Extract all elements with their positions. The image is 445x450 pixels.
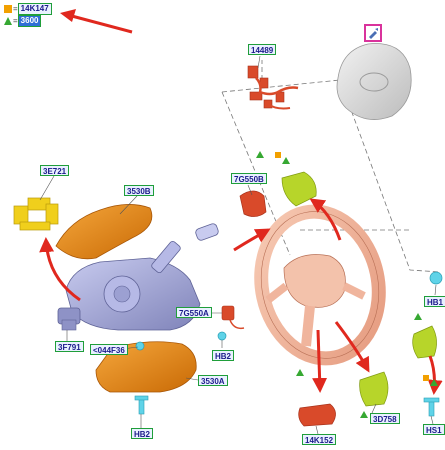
pencil-icon [369, 28, 378, 39]
part-label-14k152[interactable]: 14K152 [302, 434, 337, 445]
part-label-3e721[interactable]: 3E721 [40, 165, 70, 176]
part-label-14489[interactable]: 14489 [248, 44, 277, 55]
connector-3f791[interactable] [61, 319, 77, 331]
square-icon [4, 5, 12, 13]
part-label-hs1[interactable]: HS1 [423, 424, 445, 435]
marker-symbols [256, 151, 438, 418]
wiring-harness[interactable] [247, 65, 299, 110]
part-label-3530b[interactable]: 3530B [124, 185, 154, 196]
fastener-044f36[interactable] [135, 341, 145, 351]
fastener-hb1[interactable] [429, 271, 443, 285]
legend-row-2: =3600 [4, 15, 42, 27]
fastener-hb2-lower[interactable] [134, 395, 149, 415]
switch-7g550a[interactable] [221, 305, 245, 330]
legend-code-2[interactable]: 3600 [17, 15, 42, 27]
preview-icon[interactable] [364, 24, 382, 42]
harness-14k152[interactable] [298, 403, 336, 427]
assembly-arrows [39, 198, 443, 395]
fastener-hs1[interactable] [423, 397, 440, 417]
part-label-3530a[interactable]: 3530A [198, 375, 228, 386]
lime-switch-upper[interactable] [281, 171, 317, 207]
red-arrow-icon [60, 9, 133, 34]
steering-wheel[interactable] [248, 201, 392, 370]
part-label-hb1[interactable]: HB1 [424, 296, 445, 307]
leader-lines [39, 55, 437, 435]
steering-column-assembly[interactable] [57, 223, 219, 331]
part-label-3f791[interactable]: 3F791 [55, 341, 84, 352]
part-label-7g550b[interactable]: 7G550B [231, 173, 267, 184]
fastener-hb2-upper[interactable] [217, 331, 227, 341]
legend-code-1[interactable]: 14K147 [17, 3, 52, 15]
switch-3d758[interactable] [359, 371, 389, 407]
part-label-044f36[interactable]: <044F36 [90, 344, 128, 355]
lime-trim-right[interactable] [412, 325, 437, 359]
part-label-hb2-upper[interactable]: HB2 [212, 350, 235, 361]
yellow-bracket[interactable] [13, 197, 59, 231]
legend-row-1: =14K147 [4, 3, 52, 15]
part-label-3d758[interactable]: 3D758 [370, 413, 400, 424]
airbag-module[interactable] [336, 43, 412, 120]
triangle-icon [4, 17, 12, 25]
upper-shroud[interactable] [55, 204, 153, 260]
part-label-hb2-lower[interactable]: HB2 [131, 428, 154, 439]
part-label-7g550a[interactable]: 7G550A [176, 307, 212, 318]
switch-7g550b[interactable] [239, 190, 267, 217]
